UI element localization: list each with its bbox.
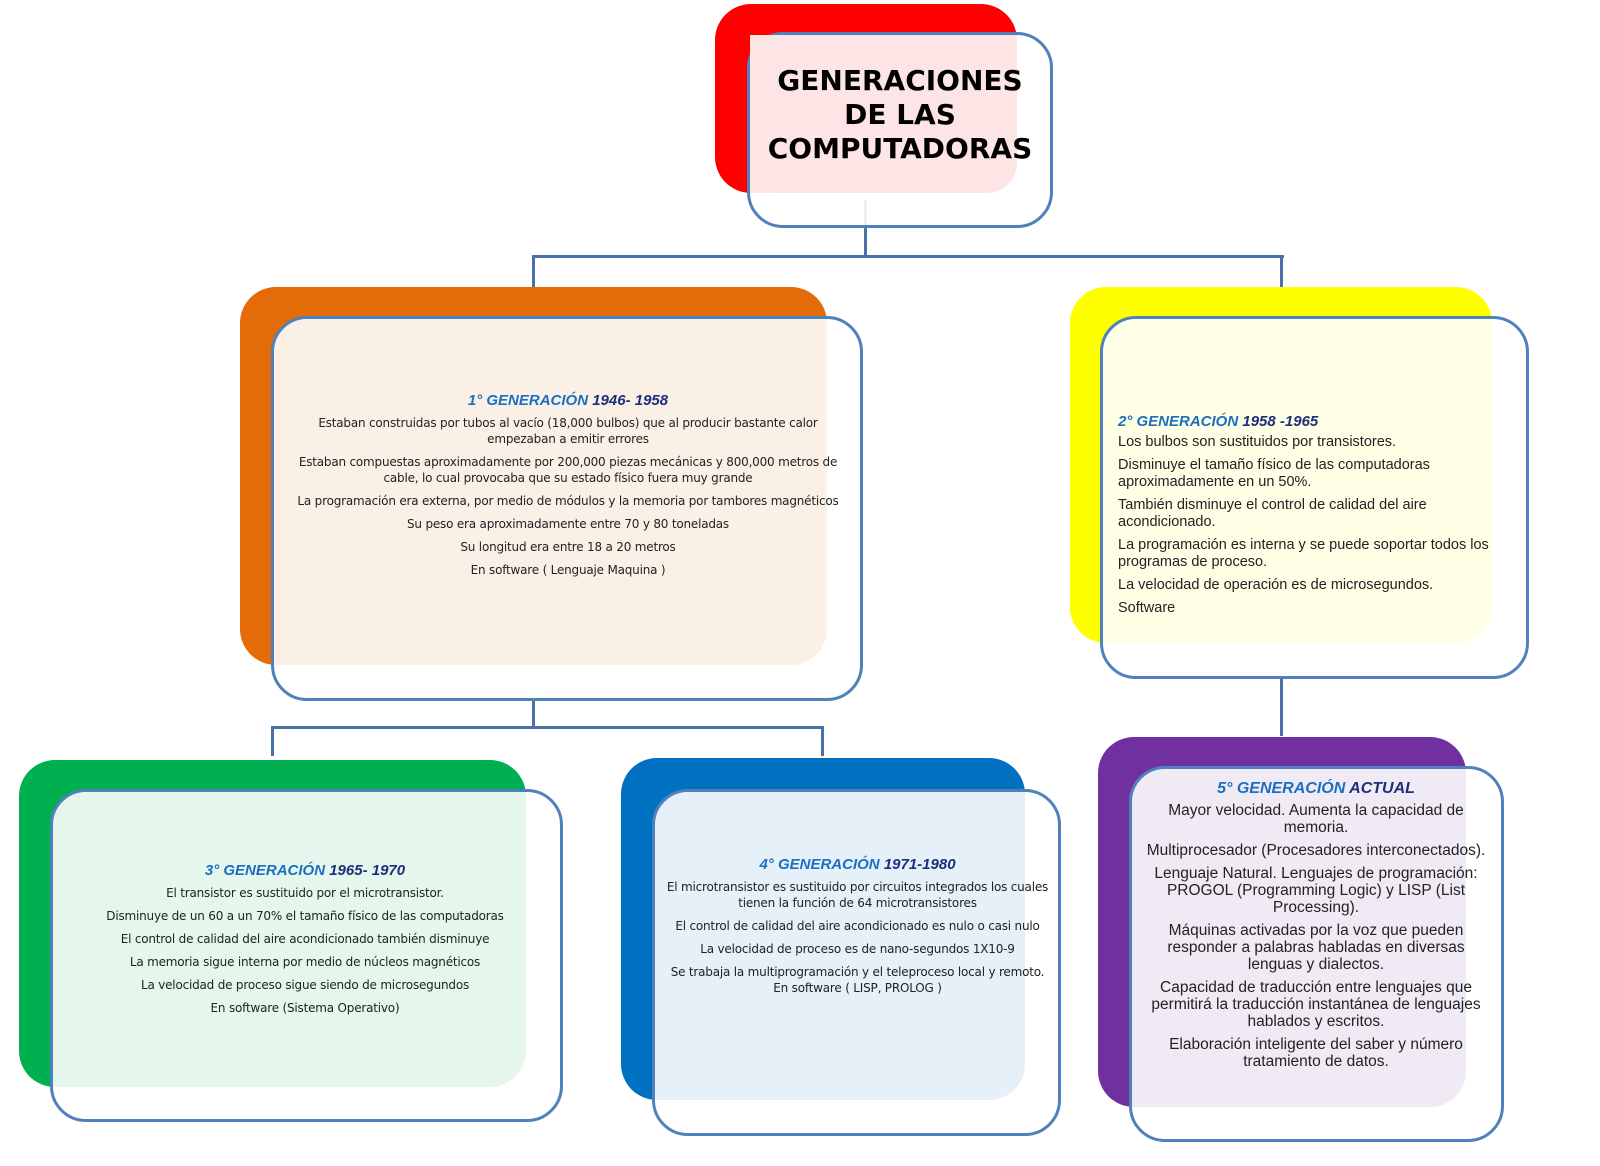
gen2-item: La velocidad de operación es de microseg…: [1118, 577, 1434, 593]
gen3-heading: 3° GENERACIÓN 1965- 1970: [60, 862, 550, 879]
gen5-tint: [1132, 769, 1466, 1107]
gen4-tint: [655, 792, 1025, 1100]
gen3-years: 1965- 1970: [329, 862, 406, 879]
gen4-item: Se trabaja la multiprogramación y el tel…: [670, 965, 1045, 995]
connector-gen2-to-gen5: [1280, 678, 1283, 736]
gen3-tint: [53, 792, 526, 1087]
title-text: GENERACIONES DE LAS COMPUTADORAS: [750, 35, 1050, 225]
gen2-item: También disminuye el control de calidad …: [1118, 497, 1427, 530]
gen1-label: 1° GENERACIÓN: [467, 392, 589, 409]
connector-gen1-down: [532, 698, 535, 728]
connector-title-down: [864, 200, 867, 257]
gen5-heading: 5° GENERACIÓN ACTUAL: [1140, 780, 1492, 798]
gen4-item: La velocidad de proceso es de nano-segun…: [700, 942, 1015, 956]
gen3-item: La velocidad de proceso sigue siendo de …: [140, 978, 470, 992]
gen3-content: 3° GENERACIÓN 1965- 1970 El transistor e…: [60, 862, 550, 1023]
gen3-item: El transistor es sustituido por el micro…: [166, 886, 444, 900]
gen5-item: Máquinas activadas por la voz que pueden…: [1167, 922, 1465, 973]
gen2-item: Disminuye el tamaño físico de las comput…: [1118, 457, 1430, 490]
title-tint: [750, 35, 1017, 193]
gen5-item: Mayor velocidad. Aumenta la capacidad de…: [1168, 802, 1464, 836]
gen1-item: Su longitud era entre 18 a 20 metros: [460, 540, 676, 554]
connector-to-gen3: [271, 726, 274, 756]
gen1-item: Estaban compuestas aproximadamente por 2…: [298, 455, 838, 485]
gen2-label: 2° GENERACIÓN: [1118, 413, 1239, 430]
gen1-heading: 1° GENERACIÓN 1946- 1958: [290, 392, 846, 409]
connector-top-horizontal: [532, 255, 1284, 258]
gen5-years: ACTUAL: [1349, 780, 1415, 797]
connector-mid-horizontal: [271, 726, 824, 729]
gen1-item: Estaban construidas por tubos al vacío (…: [318, 416, 818, 446]
connector-to-gen2: [1280, 255, 1283, 287]
gen2-item: Software: [1118, 600, 1176, 616]
gen1-content: 1° GENERACIÓN 1946- 1958 Estaban constru…: [290, 392, 846, 585]
gen5-item: Multiprocesador (Procesadores interconec…: [1146, 842, 1486, 859]
gen5-item: Lenguaje Natural. Lenguajes de programac…: [1154, 865, 1478, 916]
gen1-item: Su peso era aproximadamente entre 70 y 8…: [407, 517, 729, 531]
gen2-item: Los bulbos son sustituidos por transisto…: [1118, 434, 1397, 450]
gen2-heading: 2° GENERACIÓN 1958 -1965: [1118, 413, 1518, 430]
title-line-3: COMPUTADORAS: [767, 132, 1033, 165]
gen4-years: 1971-1980: [883, 856, 956, 873]
gen4-heading: 4° GENERACIÓN 1971-1980: [664, 856, 1051, 873]
gen4-item: El microtransistor es sustituido por cir…: [666, 880, 1049, 910]
gen1-item: En software ( Lenguaje Maquina ): [470, 563, 666, 577]
gen4-item: El control de calidad del aire acondicio…: [675, 919, 1040, 933]
gen4-label: 4° GENERACIÓN: [759, 856, 880, 873]
gen5-item: Elaboración inteligente del saber y núme…: [1169, 1036, 1463, 1070]
page-title: GENERACIONES DE LAS COMPUTADORAS: [750, 64, 1050, 166]
title-line-1: GENERACIONES: [777, 64, 1023, 97]
gen3-label: 3° GENERACIÓN: [204, 862, 326, 879]
gen2-tint: [1103, 319, 1492, 643]
gen5-item: Capacidad de traducción entre lenguajes …: [1151, 979, 1481, 1030]
gen3-item: La memoria sigue interna por medio de nú…: [129, 955, 481, 969]
connector-to-gen4: [821, 726, 824, 756]
gen2-item: La programación es interna y se puede so…: [1118, 537, 1489, 570]
gen3-item: En software (Sistema Operativo): [210, 1001, 400, 1015]
gen2-years: 1958 -1965: [1242, 413, 1319, 430]
connector-to-gen1: [532, 255, 535, 287]
gen5-label: 5° GENERACIÓN: [1217, 780, 1346, 797]
gen4-content: 4° GENERACIÓN 1971-1980 El microtransist…: [664, 856, 1051, 1003]
title-line-2: DE LAS: [844, 98, 956, 131]
gen1-years: 1946- 1958: [592, 392, 669, 409]
gen2-content: 2° GENERACIÓN 1958 -1965 Los bulbos son …: [1118, 413, 1518, 623]
gen3-item: El control de calidad del aire acondicio…: [120, 932, 490, 946]
gen1-item: La programación era externa, por medio d…: [297, 494, 839, 508]
gen5-content: 5° GENERACIÓN ACTUAL Mayor velocidad. Au…: [1140, 780, 1492, 1076]
gen1-tint: [274, 319, 827, 665]
gen3-item: Disminuye de un 60 a un 70% el tamaño fí…: [106, 909, 504, 923]
